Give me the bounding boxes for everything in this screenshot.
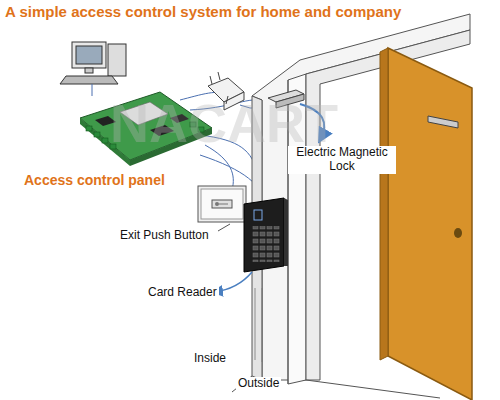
outside-label: Outside bbox=[236, 377, 281, 391]
exit-button bbox=[198, 186, 246, 222]
diagram-title: A simple access control system for home … bbox=[5, 3, 401, 20]
button-label: Exit Push Button bbox=[118, 229, 211, 243]
door-leaf bbox=[380, 48, 472, 400]
inside-label: Inside bbox=[192, 352, 228, 366]
card-reader bbox=[244, 198, 288, 272]
button-leader bbox=[218, 224, 230, 231]
reader-label: Card Reader bbox=[146, 286, 219, 300]
reader-cable bbox=[255, 288, 256, 360]
panel-label: Access control panel bbox=[22, 172, 167, 188]
watermark: NACART bbox=[110, 92, 338, 154]
reader-pointer bbox=[214, 272, 252, 292]
reader-cable bbox=[262, 288, 263, 362]
computer-icon bbox=[60, 42, 126, 84]
